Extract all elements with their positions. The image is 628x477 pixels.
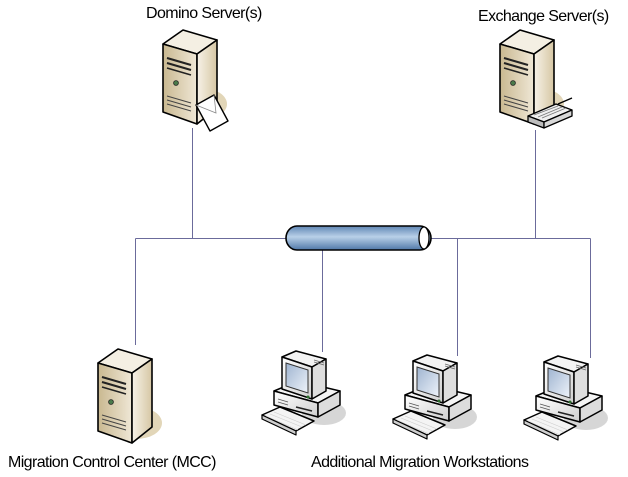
domino-server-icon	[162, 29, 229, 132]
network-card-icon	[527, 97, 573, 129]
network-hub-icon	[285, 225, 432, 251]
workstation-icon	[261, 350, 347, 436]
mcc-label: Migration Control Center (MCC)	[8, 454, 216, 471]
mcc-server-icon	[97, 348, 163, 444]
workstations-label: Additional Migration Workstations	[311, 454, 529, 471]
workstation-icon	[392, 354, 478, 440]
connection-lines	[135, 128, 591, 358]
exchange-server-icon	[499, 29, 573, 129]
workstation-icon	[523, 355, 609, 441]
domino-server-label: Domino Server(s)	[146, 5, 262, 22]
exchange-server-label: Exchange Server(s)	[478, 8, 609, 25]
envelope-icon	[195, 94, 229, 132]
